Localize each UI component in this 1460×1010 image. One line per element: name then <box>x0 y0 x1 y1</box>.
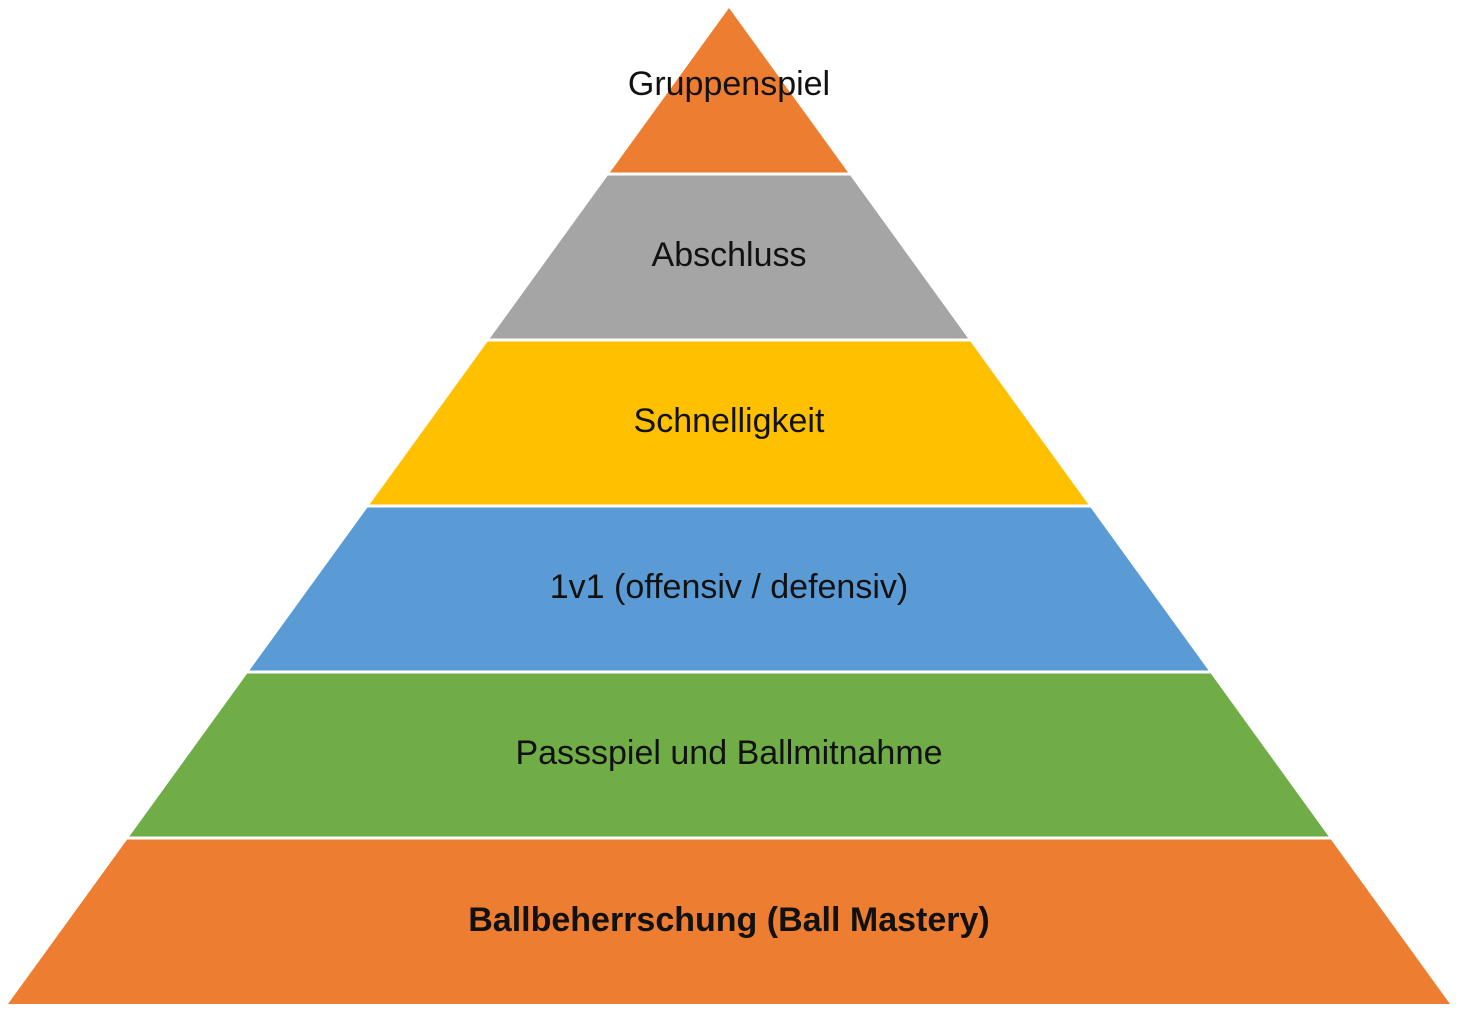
pyramid-tier-4 <box>249 507 1209 671</box>
pyramid-tier-5 <box>129 673 1329 837</box>
pyramid-tier-label-4: 1v1 (offensiv / defensiv) <box>550 568 908 606</box>
pyramid-tier-3 <box>369 341 1089 505</box>
pyramid-tier-label-1: Gruppenspiel <box>628 65 830 103</box>
pyramid-tier-label-6: Ballbeherrschung (Ball Mastery) <box>468 901 989 939</box>
pyramid-tier-label-5: Passspiel und Ballmitnahme <box>515 734 942 772</box>
pyramid-tier-label-3: Schnelligkeit <box>634 402 825 440</box>
pyramid-tier-shapes <box>8 8 1450 1004</box>
pyramid-tier-label-2: Abschluss <box>652 236 807 274</box>
pyramid-tier-6 <box>8 839 1450 1004</box>
pyramid-tier-2 <box>489 175 969 339</box>
pyramid-tier-1 <box>609 8 849 173</box>
